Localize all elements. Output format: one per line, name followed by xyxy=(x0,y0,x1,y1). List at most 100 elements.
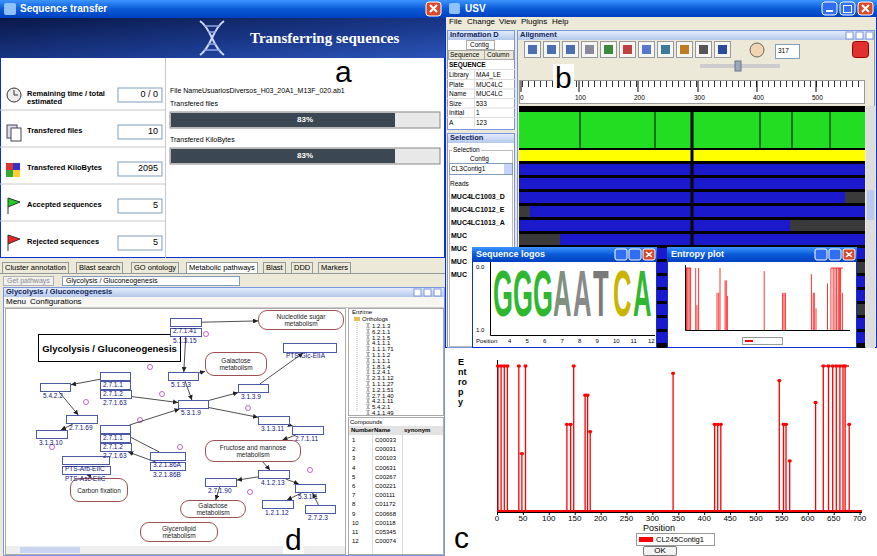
status-text: Transfered KiloBytes xyxy=(170,136,235,144)
axis-tick: 0.0 xyxy=(476,264,484,271)
logo-letter: A xyxy=(553,262,571,326)
enzyme-box: 3.1.3.9 xyxy=(238,384,269,393)
tree-item: 5 xyxy=(352,474,355,480)
tab-label: Cluster annotation xyxy=(2,262,69,273)
table-cell: MA4_LE xyxy=(476,71,501,78)
tree-item: C00103 xyxy=(375,455,396,461)
table-cell: A xyxy=(449,119,453,126)
window-title: Entropy plot xyxy=(667,247,857,262)
read-name: MUC4LC1003_D xyxy=(451,193,505,201)
enzyme-number: 2.7.1.1 xyxy=(103,381,123,388)
read-name: MUC xyxy=(451,271,467,279)
enzyme-number: 4.1.2.13 xyxy=(261,479,285,486)
tree-item: C01172 xyxy=(375,501,396,507)
row-label: Transfered files xyxy=(27,127,115,135)
pathway-name: Galactose metabolism xyxy=(211,357,261,371)
axis-title: Entropy xyxy=(458,358,467,407)
table-cell: Size xyxy=(449,100,462,107)
toolbar-icon xyxy=(620,42,636,58)
table-cell: 1 xyxy=(476,109,480,116)
toolbar-icon xyxy=(544,42,560,58)
power-icon xyxy=(853,42,869,58)
axis-tick: 9 xyxy=(596,338,599,345)
axis-tick: 550 xyxy=(774,515,790,524)
tree-item: 10 xyxy=(352,520,359,526)
window-title: USV xyxy=(445,0,877,18)
tree-item: 12 xyxy=(352,538,359,544)
toolbar-icon xyxy=(547,45,556,54)
table-cell: 400 xyxy=(753,94,764,101)
enzyme-number: 3.2.1.86B xyxy=(153,471,181,478)
reaction-arrow xyxy=(237,477,258,480)
pathway-name: Galactose metabolism xyxy=(186,502,240,516)
enzyme-number: 2.7.1.69 xyxy=(69,424,93,431)
tab-label: Sequence xyxy=(450,51,479,58)
logo-letter: A xyxy=(633,262,651,326)
table-cell: 123 xyxy=(476,119,487,126)
toolbar-icon xyxy=(601,42,617,58)
tree-item: 4.1.1.49 xyxy=(372,410,394,416)
toolbar-icon xyxy=(677,42,693,58)
panel-letter: c xyxy=(452,524,471,552)
read-name: MUC xyxy=(451,232,467,240)
toolbar-icon xyxy=(658,42,674,58)
panel-title: Selection xyxy=(447,133,515,143)
axis-tick: 650 xyxy=(826,515,842,524)
counter-value: 2095 xyxy=(118,164,158,174)
enzyme-number: 5.1.3.15 xyxy=(173,337,197,344)
toolbar-icon xyxy=(696,42,712,58)
enzyme-box: PTS-Arb-EIIC xyxy=(62,456,110,465)
tab-label: DDD xyxy=(291,262,313,273)
row-label: Transfered KiloBytes xyxy=(27,164,115,172)
tree-item: C00668 xyxy=(375,511,396,517)
menu-item: Change xyxy=(467,18,495,27)
enzyme-box: 4.1.2.13 xyxy=(258,470,290,479)
enzyme-number: 3.2.1.86A xyxy=(153,461,181,468)
tree-item: C00118 xyxy=(375,520,396,526)
pathway-name: Fructose and mannose metabolism xyxy=(211,444,295,458)
tree-item: 1 xyxy=(352,437,355,443)
toolbar-icon xyxy=(566,45,575,54)
table-cell: 533 xyxy=(476,100,487,107)
enzyme-number: PTS-Asc-EIIC xyxy=(65,475,105,482)
enzyme-number: 3.1.3.9 xyxy=(241,393,261,400)
enzyme-box: 2.7.1.11 xyxy=(292,426,324,435)
tree-item: C00631 xyxy=(375,465,396,471)
tree-item: 11 xyxy=(352,529,358,535)
tree-item: 1.2.4.1 xyxy=(372,369,390,375)
column-header: synonym xyxy=(404,427,430,434)
panel-letter: b xyxy=(553,64,574,92)
reaction-arrow xyxy=(71,379,100,384)
pathway-name: Nucleotide sugar metabolism xyxy=(264,313,338,327)
axis-tick: 600 xyxy=(800,515,816,524)
reaction-arrow xyxy=(209,393,238,401)
panel-title: Information D xyxy=(447,30,515,40)
enzyme-number: 1.2.1.12 xyxy=(265,509,289,516)
read-name: MUC4LC1013_A xyxy=(451,219,505,227)
tree-item: Compounds xyxy=(350,419,382,425)
pathway-title: Glycolysis / Gluconeogenesis xyxy=(42,343,177,354)
button-label: OK xyxy=(644,547,676,555)
column-header: Number xyxy=(351,427,374,434)
table-cell: Reads xyxy=(450,180,469,187)
enzyme-number: 2.7.1.63 xyxy=(103,452,127,459)
tree-item: 1.1.1.71 xyxy=(372,346,394,352)
read-name: MUC xyxy=(451,245,467,253)
progress-percent: 83% xyxy=(170,148,440,164)
table-cell: Initial xyxy=(449,109,464,116)
legend-row: CL245Contig1 xyxy=(639,535,704,544)
pathway-title-box: Glycolysis / Gluconeogenesis xyxy=(38,334,181,362)
tree-item: 1.2.1.51 xyxy=(372,387,394,393)
table-cell: CL3Contig1 xyxy=(451,165,485,172)
axis-tick: 12 xyxy=(648,338,655,345)
tree-item: 8 xyxy=(352,501,355,507)
table-cell: 500 xyxy=(812,94,823,101)
reaction-arrow xyxy=(209,408,258,418)
enzyme-box: 2.7.1.1 xyxy=(100,372,131,381)
table-cell: MUC4LC xyxy=(476,90,503,97)
tab-label: Blast xyxy=(263,262,286,273)
tree-item: C00033 xyxy=(375,437,396,443)
axis-tick: 400 xyxy=(696,515,712,524)
toolbar-icon xyxy=(680,45,689,54)
axis-tick: 250 xyxy=(619,515,635,524)
